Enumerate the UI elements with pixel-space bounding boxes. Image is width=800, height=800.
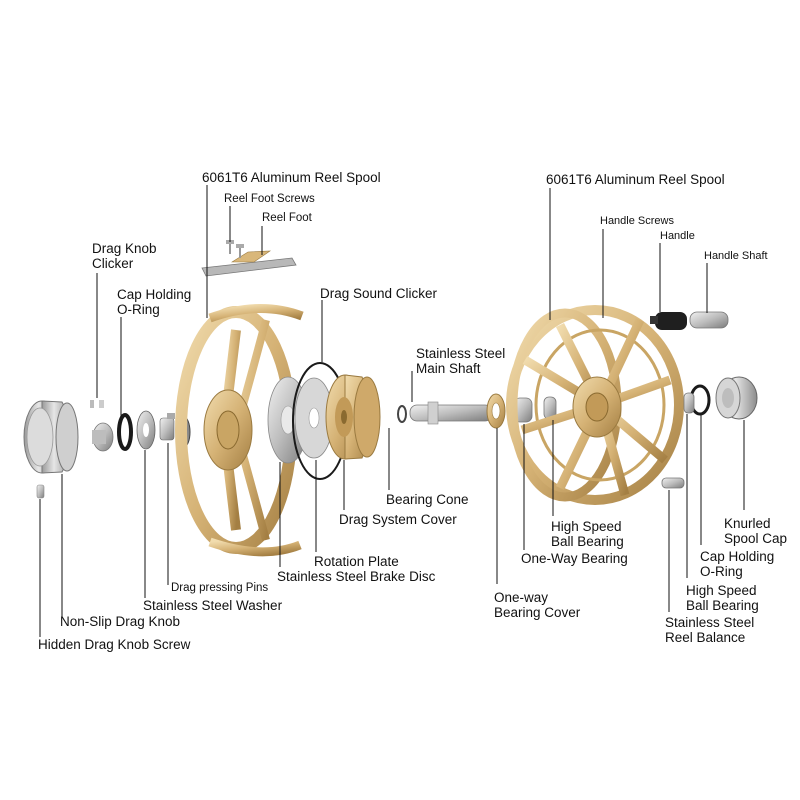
label-right-reel-spool: 6061T6 Aluminum Reel Spool — [546, 172, 725, 187]
label-left-reel-spool: 6061T6 Aluminum Reel Spool — [202, 170, 381, 185]
label-one-way-bearing: One-Way Bearing — [521, 551, 628, 566]
drag-knob-clicker-part — [90, 400, 104, 408]
reel-foot-screws — [226, 240, 244, 258]
stainless-steel-reel-balance — [661, 477, 685, 489]
knurled-spool-cap — [715, 376, 758, 420]
label-drag-knob: Non-Slip Drag Knob — [60, 614, 181, 629]
handle-shaft — [689, 311, 729, 329]
label-drag-sound-clicker: Drag Sound Clicker — [320, 286, 438, 301]
bearing-cone — [397, 405, 407, 423]
label-rotation-plate: Rotation Plate — [314, 554, 399, 569]
stainless-steel-main-shaft — [409, 401, 493, 425]
rotation-plate — [294, 377, 334, 459]
label-drag-system-cover: Drag System Cover — [339, 512, 457, 527]
label-hidden-screw: Hidden Drag Knob Screw — [38, 637, 191, 652]
cap-holding-o-ring-left — [117, 413, 133, 451]
hidden-drag-knob-screw — [36, 484, 45, 499]
label-reel-foot: Reel Foot — [262, 212, 312, 224]
label-reel-foot-screws: Reel Foot Screws — [224, 193, 315, 205]
label-handle: Handle — [660, 230, 695, 242]
one-way-bearing-cover — [486, 393, 506, 429]
label-handle-screws: Handle Screws — [600, 215, 674, 227]
high-speed-ball-bearing-right — [683, 392, 695, 414]
label-drag-pressing-pins: Drag pressing Pins — [171, 582, 269, 594]
drag-pressing-pins — [159, 413, 175, 441]
stainless-steel-washer — [136, 410, 156, 450]
label-bearing-cone: Bearing Cone — [386, 492, 469, 507]
knob-hub — [92, 422, 114, 452]
reel-foot — [201, 250, 297, 277]
handle — [650, 312, 687, 330]
right-aluminum-reel-spool — [506, 305, 684, 505]
label-washer: Stainless Steel Washer — [143, 598, 283, 613]
leader-lines — [39, 185, 745, 637]
non-slip-drag-knob — [23, 400, 79, 474]
label-handle-shaft: Handle Shaft — [704, 250, 768, 262]
drag-system-cover — [325, 374, 381, 460]
label-brake-disc: Stainless Steel Brake Disc — [277, 569, 436, 584]
